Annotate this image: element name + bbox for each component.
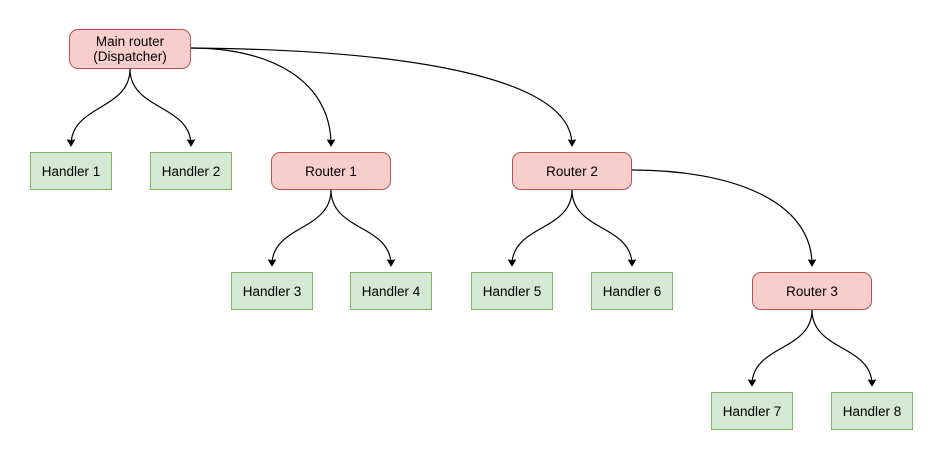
node-label-handler-7: Handler 7 <box>722 403 782 419</box>
node-handler-7[interactable]: Handler 7 <box>711 392 793 430</box>
node-label-handler-6: Handler 6 <box>602 283 662 299</box>
node-label-handler-1: Handler 1 <box>41 163 101 179</box>
edge-router-3-to-handler-8 <box>811 309 872 385</box>
edge-main-router-to-handler-1 <box>71 68 131 145</box>
node-handler-5[interactable]: Handler 5 <box>471 272 553 310</box>
node-label-handler-4: Handler 4 <box>361 283 421 299</box>
node-label-router-3: Router 3 <box>786 283 838 299</box>
node-label-handler-8: Handler 8 <box>842 403 902 419</box>
node-handler-6[interactable]: Handler 6 <box>591 272 673 310</box>
node-label-router-1: Router 1 <box>305 163 357 179</box>
node-handler-4[interactable]: Handler 4 <box>350 272 432 310</box>
edge-router-2-to-router-3 <box>631 169 812 265</box>
node-label-handler-5: Handler 5 <box>482 283 542 299</box>
edge-main-router-to-handler-2 <box>129 68 191 145</box>
node-label-main-router: Main router (Dispatcher) <box>93 34 167 64</box>
edges-group <box>71 47 872 385</box>
node-handler-8[interactable]: Handler 8 <box>831 392 913 430</box>
edge-router-1-to-handler-3 <box>272 189 332 265</box>
node-handler-1[interactable]: Handler 1 <box>30 152 112 190</box>
edge-router-1-to-handler-4 <box>330 189 391 265</box>
node-label-router-2: Router 2 <box>546 163 598 179</box>
edge-router-3-to-handler-7 <box>752 309 813 385</box>
edge-router-2-to-handler-6 <box>571 189 632 265</box>
node-handler-2[interactable]: Handler 2 <box>150 152 232 190</box>
node-main-router[interactable]: Main router (Dispatcher) <box>69 29 191 69</box>
node-label-handler-3: Handler 3 <box>242 283 302 299</box>
node-router-2[interactable]: Router 2 <box>512 152 632 190</box>
node-label-handler-2: Handler 2 <box>161 163 221 179</box>
edge-main-router-to-router-2 <box>190 47 572 145</box>
node-router-3[interactable]: Router 3 <box>752 272 872 310</box>
node-handler-3[interactable]: Handler 3 <box>231 272 313 310</box>
node-router-1[interactable]: Router 1 <box>271 152 391 190</box>
edge-main-router-to-router-1 <box>190 47 331 145</box>
edge-router-2-to-handler-5 <box>512 189 573 265</box>
